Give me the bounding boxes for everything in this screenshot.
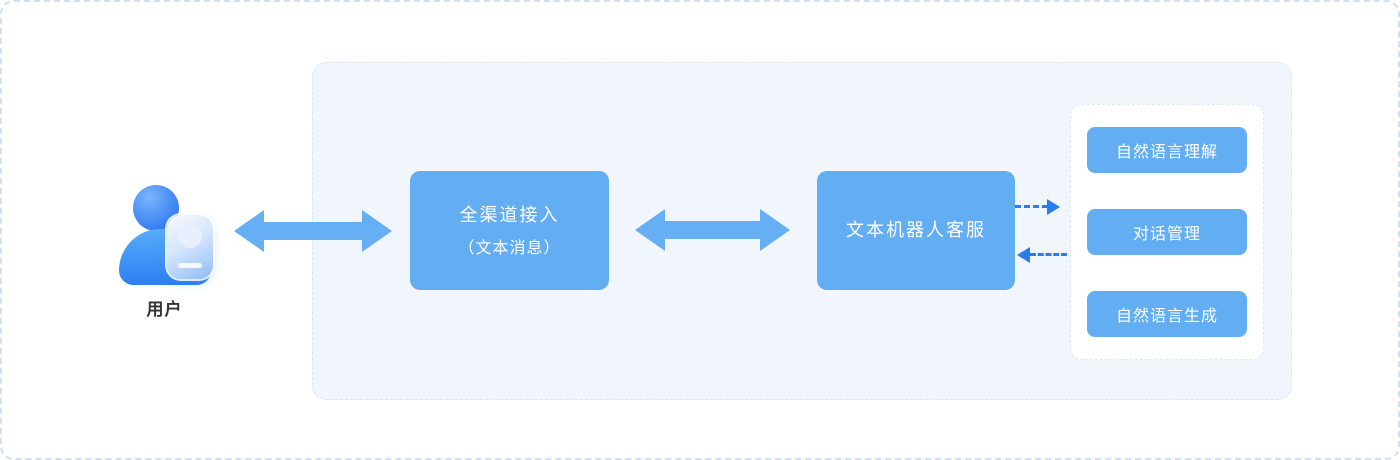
dashed-arrow-left-icon <box>1017 247 1067 263</box>
arrowhead-right-icon <box>1047 199 1060 215</box>
dashed-arrow-right-icon <box>1015 199 1060 215</box>
dashed-line <box>1030 253 1067 256</box>
arrowhead-right-icon <box>362 210 392 252</box>
nlu-module-group: 自然语言理解 对话管理 自然语言生成 <box>1070 104 1264 360</box>
text-bot-label: 文本机器人客服 <box>846 219 986 240</box>
double-arrow-user-omnichannel-icon <box>234 210 392 252</box>
arrow-shaft <box>260 222 366 240</box>
nlu-pill-language-understanding: 自然语言理解 <box>1087 127 1247 173</box>
id-badge-photo-circle <box>177 224 202 248</box>
id-badge-text-bar <box>177 263 202 268</box>
user-icon <box>118 185 213 287</box>
nlu-pill-language-generation: 自然语言生成 <box>1087 291 1247 337</box>
arrowhead-left-icon <box>1017 247 1030 263</box>
dashed-line <box>1015 205 1048 208</box>
arrowhead-right-icon <box>760 209 790 251</box>
user-label: 用户 <box>146 300 183 319</box>
omnichannel-title: 全渠道接入 <box>459 205 560 226</box>
arrowhead-left-icon <box>234 210 264 252</box>
double-arrow-omnichannel-bot-icon <box>635 209 790 251</box>
nlu-pill-dialog-management: 对话管理 <box>1087 209 1247 255</box>
arrow-shaft <box>661 221 764 239</box>
user-node: 用户 <box>112 185 217 320</box>
id-badge-icon <box>166 215 213 279</box>
text-bot-node: 文本机器人客服 <box>817 171 1015 290</box>
omnichannel-node: 全渠道接入 （文本消息） <box>410 171 609 290</box>
omnichannel-subtitle: （文本消息） <box>458 239 561 257</box>
arrowhead-left-icon <box>635 209 665 251</box>
